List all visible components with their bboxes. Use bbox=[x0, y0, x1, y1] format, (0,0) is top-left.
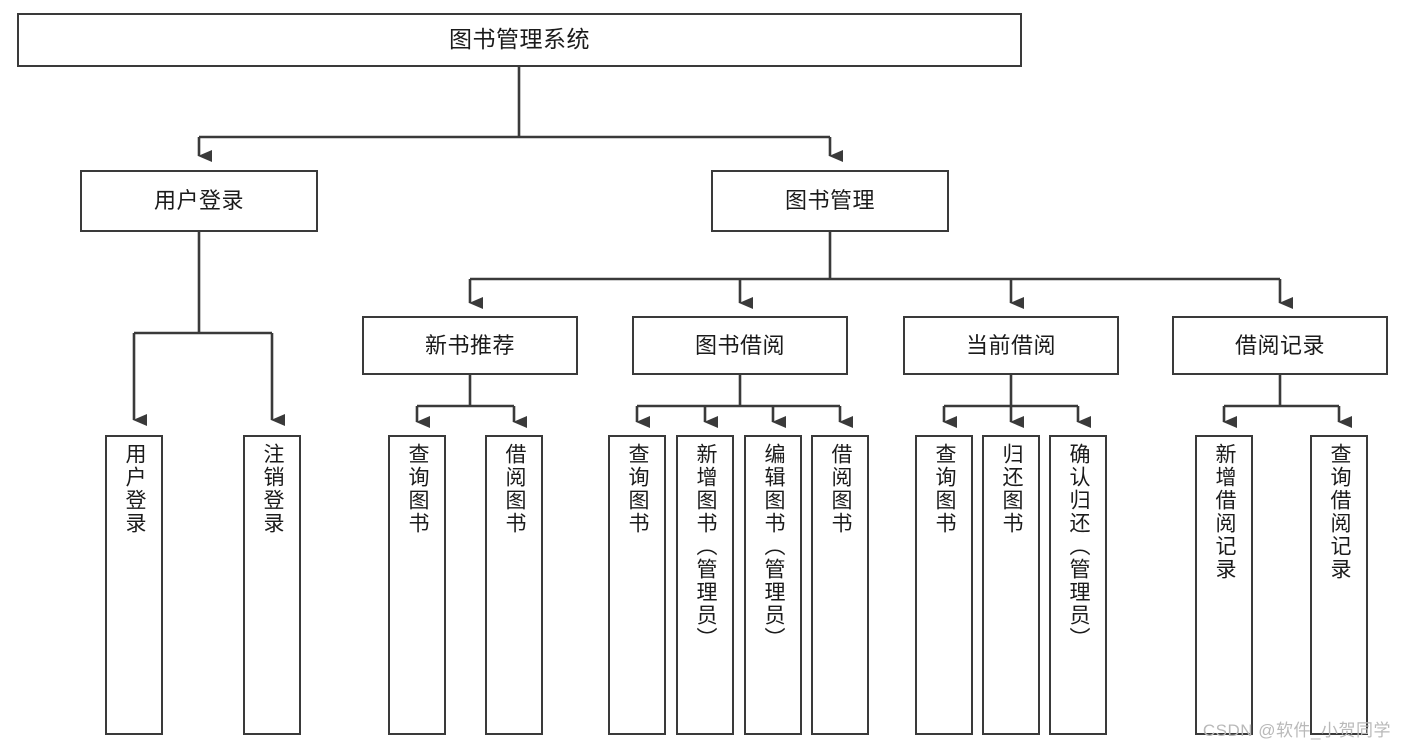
node-leaf-borrow-book-2[interactable]: 借阅图书 bbox=[811, 435, 869, 735]
node-leaf-query-book-3[interactable]: 查询图书 bbox=[915, 435, 973, 735]
node-label: 查询图书 bbox=[406, 443, 430, 535]
node-label: 确认归还（管理员） bbox=[1067, 443, 1091, 650]
watermark-text: CSDN @软件_小贺同学 bbox=[1202, 721, 1391, 740]
node-label: 借阅记录 bbox=[1234, 332, 1325, 358]
node-root-system[interactable]: 图书管理系统 bbox=[17, 13, 1022, 67]
node-leaf-borrow-book-1[interactable]: 借阅图书 bbox=[485, 435, 543, 735]
node-new-book-recommend[interactable]: 新书推荐 bbox=[362, 316, 578, 375]
node-borrow-record[interactable]: 借阅记录 bbox=[1172, 316, 1388, 375]
node-label: 注销登录 bbox=[261, 443, 285, 535]
node-label: 新书推荐 bbox=[424, 332, 515, 358]
node-label: 用户登录 bbox=[123, 443, 147, 535]
node-leaf-query-book-1[interactable]: 查询图书 bbox=[388, 435, 446, 735]
node-leaf-query-record[interactable]: 查询借阅记录 bbox=[1310, 435, 1368, 735]
node-label: 借阅图书 bbox=[503, 443, 527, 535]
node-label: 借阅图书 bbox=[829, 443, 853, 535]
node-label: 当前借阅 bbox=[965, 332, 1056, 358]
node-leaf-add-record[interactable]: 新增借阅记录 bbox=[1195, 435, 1253, 735]
node-label: 图书管理系统 bbox=[449, 26, 590, 53]
node-label: 新增图书（管理员） bbox=[694, 443, 718, 650]
node-label: 编辑图书（管理员） bbox=[762, 443, 786, 650]
node-current-borrow[interactable]: 当前借阅 bbox=[903, 316, 1119, 375]
node-label: 查询图书 bbox=[626, 443, 650, 535]
node-leaf-logout[interactable]: 注销登录 bbox=[243, 435, 301, 735]
node-label: 图书借阅 bbox=[694, 332, 785, 358]
node-leaf-user-login[interactable]: 用户登录 bbox=[105, 435, 163, 735]
node-leaf-query-book-2[interactable]: 查询图书 bbox=[608, 435, 666, 735]
node-book-borrow[interactable]: 图书借阅 bbox=[632, 316, 848, 375]
node-leaf-add-book[interactable]: 新增图书（管理员） bbox=[676, 435, 734, 735]
node-label: 查询借阅记录 bbox=[1328, 443, 1352, 581]
node-label: 查询图书 bbox=[933, 443, 957, 535]
node-user-login[interactable]: 用户登录 bbox=[80, 170, 318, 232]
node-label: 用户登录 bbox=[153, 188, 244, 214]
node-leaf-confirm-return[interactable]: 确认归还（管理员） bbox=[1049, 435, 1107, 735]
node-leaf-return-book[interactable]: 归还图书 bbox=[982, 435, 1040, 735]
node-book-manage[interactable]: 图书管理 bbox=[711, 170, 949, 232]
node-leaf-edit-book[interactable]: 编辑图书（管理员） bbox=[744, 435, 802, 735]
node-label: 新增借阅记录 bbox=[1213, 443, 1237, 581]
node-label: 归还图书 bbox=[1000, 443, 1024, 535]
node-label: 图书管理 bbox=[784, 188, 875, 214]
